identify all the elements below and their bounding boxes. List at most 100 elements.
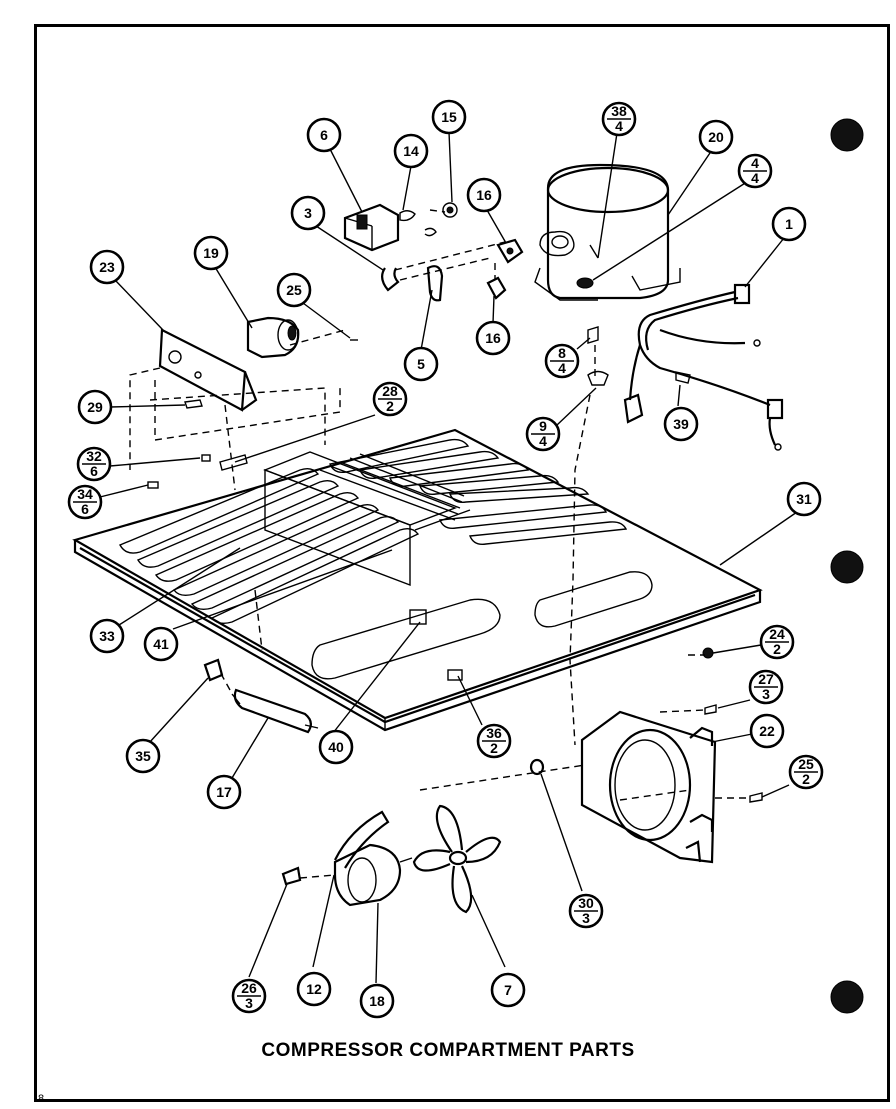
callout-36-over-2-top: 36 [486, 725, 502, 741]
callout-4-over-4: 44 [737, 153, 773, 189]
callout-28-over-2-bottom: 2 [386, 398, 394, 414]
callout-20: 20 [698, 119, 734, 155]
callout-14-label: 14 [403, 143, 419, 159]
callout-27-over-3-top: 27 [758, 671, 774, 687]
callout-26-over-3-top: 26 [241, 980, 257, 996]
callout-41: 41 [143, 626, 179, 662]
callout-7: 7 [490, 972, 526, 1008]
callout-38-over-4-bottom: 4 [615, 118, 623, 134]
callout-32-over-6-top: 32 [86, 448, 102, 464]
callout-33: 33 [89, 618, 125, 654]
callout-32-over-6-bottom: 6 [90, 463, 98, 479]
page-number: 8 [38, 1093, 45, 1105]
callout-18: 18 [359, 983, 395, 1019]
callout-35-label: 35 [135, 748, 151, 764]
callout-18-label: 18 [369, 993, 385, 1009]
callout-22: 22 [749, 713, 785, 749]
callout-31: 31 [786, 481, 822, 517]
base-pan [72, 428, 763, 732]
callout-19: 19 [193, 235, 229, 271]
callout-4-over-4-bottom: 4 [751, 170, 759, 186]
callout-23: 23 [89, 249, 125, 285]
callout-15: 15 [431, 99, 467, 135]
relay-parts [343, 202, 609, 386]
callout-25-over-2: 252 [788, 754, 824, 790]
callout-1-label: 1 [785, 216, 793, 232]
callout-22-label: 22 [759, 723, 775, 739]
leader-lines [99, 131, 798, 984]
mounting-bracket [158, 316, 358, 412]
callout-36-over-2: 362 [476, 723, 512, 759]
callout-38-over-4-top: 38 [611, 103, 627, 119]
callout-8-over-4: 84 [544, 343, 580, 379]
page-frame [34, 24, 890, 1102]
callout-29: 29 [77, 389, 113, 425]
callout-17-label: 17 [216, 784, 232, 800]
fan-assembly [281, 804, 502, 914]
callout-8-over-4-top: 8 [558, 345, 566, 361]
callout-32-over-6: 326 [76, 446, 112, 482]
callout-15-label: 15 [441, 109, 457, 125]
callout-31-label: 31 [796, 491, 812, 507]
callout-5: 5 [403, 346, 439, 382]
callout-3-label: 3 [304, 205, 312, 221]
binder-hole-top [830, 118, 864, 152]
callout-16-lower: 16 [475, 320, 511, 356]
callout-30-over-3: 303 [568, 893, 604, 929]
callout-33-label: 33 [99, 628, 115, 644]
callout-7-label: 7 [504, 982, 512, 998]
callout-26-over-3-bottom: 3 [245, 995, 253, 1011]
callout-28-over-2: 282 [372, 381, 408, 417]
binder-hole-middle [830, 550, 864, 584]
callout-4-over-4-top: 4 [751, 155, 759, 171]
callout-27-over-3-bottom: 3 [762, 686, 770, 702]
callout-39: 39 [663, 406, 699, 442]
wiring-harness [623, 283, 784, 451]
callout-24-over-2: 242 [759, 624, 795, 660]
callout-6-label: 6 [320, 127, 328, 143]
callout-3: 3 [290, 195, 326, 231]
callout-26-over-3: 263 [231, 978, 267, 1014]
callout-34-over-6-bottom: 6 [81, 501, 89, 517]
binder-hole-bottom [830, 980, 864, 1014]
callout-30-over-3-top: 30 [578, 895, 594, 911]
pan-hardware [147, 399, 763, 803]
callout-8-over-4-bottom: 4 [558, 360, 566, 376]
callout-9-over-4-top: 9 [539, 418, 547, 434]
callout-16-upper-label: 16 [476, 187, 492, 203]
callout-6: 6 [306, 117, 342, 153]
callout-34-over-6: 346 [67, 484, 103, 520]
callout-23-label: 23 [99, 259, 115, 275]
callout-19-label: 19 [203, 245, 219, 261]
callout-25-over-2-bottom: 2 [802, 771, 810, 787]
callout-40: 40 [318, 729, 354, 765]
callout-24-over-2-top: 24 [769, 626, 785, 642]
callout-28-over-2-top: 28 [382, 383, 398, 399]
compressor [534, 163, 681, 301]
callout-9-over-4: 94 [525, 416, 561, 452]
diagram-caption: COMPRESSOR COMPARTMENT PARTS [261, 1040, 635, 1061]
callout-36-over-2-bottom: 2 [490, 740, 498, 756]
callout-35: 35 [125, 738, 161, 774]
callout-25: 25 [276, 272, 312, 308]
callout-16-lower-label: 16 [485, 330, 501, 346]
callout-41-label: 41 [153, 636, 169, 652]
assembly-lines [129, 209, 750, 879]
callout-34-over-6-top: 34 [77, 486, 93, 502]
callout-39-label: 39 [673, 416, 689, 432]
callout-29-label: 29 [87, 399, 103, 415]
callout-5-label: 5 [417, 356, 425, 372]
callout-16-upper: 16 [466, 177, 502, 213]
callout-12-label: 12 [306, 981, 322, 997]
callout-40-label: 40 [328, 739, 344, 755]
callout-17: 17 [206, 774, 242, 810]
callout-30-over-3-bottom: 3 [582, 910, 590, 926]
callout-27-over-3: 273 [748, 669, 784, 705]
callout-1: 1 [771, 206, 807, 242]
callout-9-over-4-bottom: 4 [539, 433, 547, 449]
callout-14: 14 [393, 133, 429, 169]
callout-25-label: 25 [286, 282, 302, 298]
callout-24-over-2-bottom: 2 [773, 641, 781, 657]
callout-38-over-4: 384 [601, 101, 637, 137]
